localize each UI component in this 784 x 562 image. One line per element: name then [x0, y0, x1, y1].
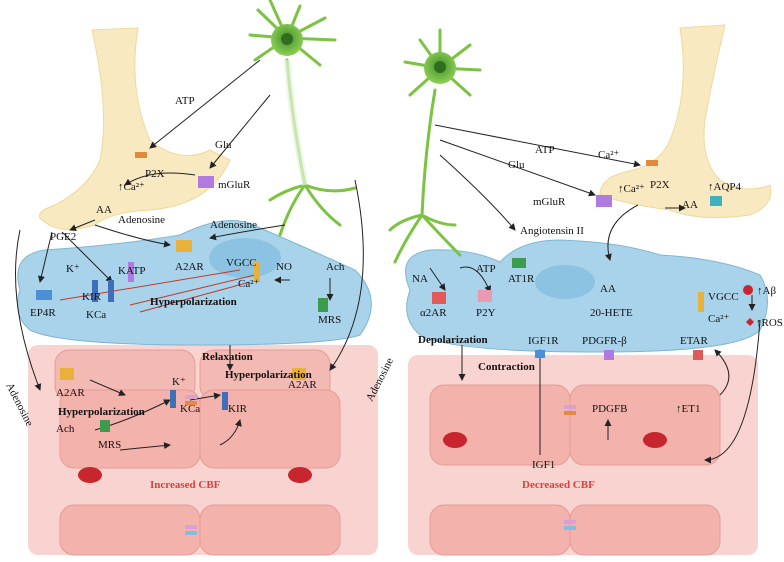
label-glu: Glu: [215, 139, 232, 151]
label-glu-right: Glu: [508, 159, 525, 171]
label-aa: AA: [96, 204, 112, 216]
label-vgcc-right: VGCC: [708, 291, 739, 303]
label-adenosine-astro: Adenosine: [118, 214, 165, 226]
red-blood-cell: [643, 432, 667, 448]
label-a2ar-endo-left: A2AR: [56, 387, 85, 399]
right-endothelium: Decreased CBF: [408, 355, 758, 556]
label-kir: KIR: [82, 291, 102, 303]
label-p2y: P2Y: [476, 307, 496, 319]
label-ca: ↑Ca²⁺: [118, 181, 145, 193]
label-p2x: P2X: [145, 168, 165, 180]
label-ach-upper: Ach: [326, 261, 345, 273]
label-atp-top: ATP: [535, 144, 555, 156]
label-mrs-smc: MRS: [318, 314, 341, 326]
left-smooth-muscle-cell: [17, 219, 372, 346]
label-k-plus: K⁺: [66, 263, 80, 275]
label-vgcc: VGCC: [226, 257, 257, 269]
label-ca-top: Ca²⁺: [598, 149, 620, 161]
label-mrs-endo: MRS: [98, 439, 121, 451]
label-20-hete: 20-HETE: [590, 307, 633, 319]
amyloid-beta-icon: [743, 285, 753, 295]
label-na: NA: [412, 273, 428, 285]
label-hyperpolarization-right: Hyperpolarization: [225, 369, 312, 381]
label-ca-right: ↑Ca²⁺: [618, 183, 645, 195]
left-panel: Increased CBF: [3, 0, 396, 556]
red-blood-cell: [443, 432, 467, 448]
label-a2ar-smc: A2AR: [175, 261, 204, 273]
label-hyperpolarization-smc: Hyperpolarization: [150, 296, 237, 308]
label-hyperpolarization-left: Hyperpolarization: [58, 406, 145, 418]
left-outcome-label: Increased CBF: [150, 479, 221, 491]
label-ca-smc-right: Ca²⁺: [708, 313, 730, 325]
label-ep4r: EP4R: [30, 307, 56, 319]
label-pdgfrb: PDGFR-β: [582, 335, 627, 347]
label-depolarization: Depolarization: [418, 334, 488, 346]
ros-icon: [746, 318, 754, 326]
left-neuron: [248, 0, 357, 237]
label-atp: ATP: [175, 95, 195, 107]
label-a2ar-endo-right: A2AR: [288, 379, 317, 391]
label-katp: KATP: [118, 265, 146, 277]
label-igf1: IGF1: [532, 459, 555, 471]
label-abeta: ↑Aβ: [757, 285, 776, 297]
label-pge2: PGE2: [50, 231, 76, 243]
red-blood-cell: [78, 467, 102, 483]
label-pdgfb: PDGFB: [592, 403, 627, 415]
label-ach-endo: Ach: [56, 423, 75, 435]
label-a2ar-right: α2AR: [420, 307, 447, 319]
left-endothelium: Increased CBF: [28, 345, 378, 556]
left-astrocyte: [38, 27, 231, 230]
label-et1: ↑ET1: [676, 403, 700, 415]
receptor-icons: [36, 152, 328, 535]
label-ca-smc: Ca²⁺: [238, 278, 260, 290]
right-panel: Decreased CBF: [388, 24, 783, 556]
label-kca-endo: KCa: [180, 403, 200, 415]
label-contraction: Contraction: [478, 361, 535, 373]
label-kir-endo: KIR: [228, 403, 248, 415]
red-blood-cell: [288, 467, 312, 483]
label-p2x-right: P2X: [650, 179, 670, 191]
label-atp-low: ATP: [476, 263, 496, 275]
right-outcome-label: Decreased CBF: [522, 479, 595, 491]
label-ros: ↑ROS: [756, 317, 783, 329]
label-etar: ETAR: [680, 335, 709, 347]
label-mglur-right: mGluR: [533, 196, 566, 208]
label-aa-astro-right: AA: [682, 199, 698, 211]
label-igf1r: IGF1R: [528, 335, 559, 347]
label-relaxation: Relaxation: [202, 351, 253, 363]
right-smooth-muscle-cell: [405, 239, 768, 353]
label-angiotensin: Angiotensin II: [520, 225, 584, 237]
label-mglur: mGluR: [218, 179, 251, 191]
right-astrocyte: [599, 24, 772, 219]
right-neuron: [388, 28, 482, 264]
label-adenosine-neuron: Adenosine: [210, 219, 257, 231]
label-kca: KCa: [86, 309, 106, 321]
label-aqp4: ↑AQP4: [708, 181, 742, 193]
label-at1r: AT1R: [508, 273, 535, 285]
label-aa-smc: AA: [600, 283, 616, 295]
label-k-plus-endo: K⁺: [172, 376, 186, 388]
label-no: NO: [276, 261, 292, 273]
receptor-icons-right: [432, 160, 754, 530]
